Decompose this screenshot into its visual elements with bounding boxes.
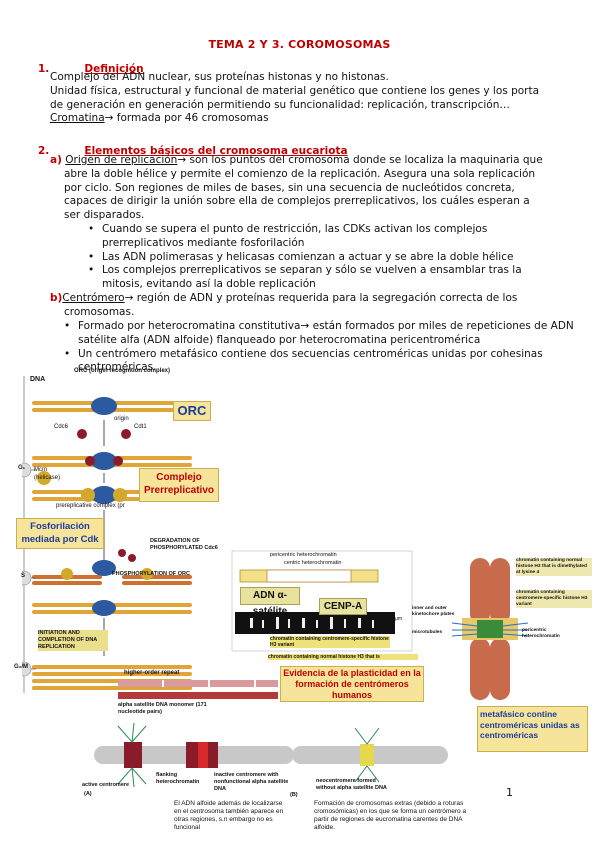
subsection-b: b)Centrómero→ región de ADN y proteínas … <box>50 292 595 320</box>
label-pericentric: pericentric heterochromatin <box>270 552 337 558</box>
section-1-heading-row: 1. Definición <box>38 57 144 76</box>
page-number: 1 <box>506 786 513 799</box>
label-flanking: flanking heterochromatin <box>156 772 200 785</box>
label-cdt1: Cdt1 <box>134 424 147 430</box>
label-scale: 15 μm <box>388 616 402 622</box>
label-degradation: DEGRADATION OF PHOSPHORYLATED Cdc6 <box>150 538 218 551</box>
paragraph-line: Unidad física, estructural y funcional d… <box>50 84 540 97</box>
complejo-callout: Complejo Prerreplicativo <box>139 468 219 502</box>
label-a: (A) <box>84 791 92 797</box>
orc-callout: ORC <box>173 401 211 421</box>
label-active-centromere: active centromere <box>82 782 130 788</box>
section-heading: Elementos básicos del cromosoma eucariot… <box>84 145 348 157</box>
cromatina-line: Cromatina→ formada por 46 cromosomas <box>50 112 590 126</box>
paragraph-line: cromosomas. <box>64 305 135 318</box>
alpha-satellite-panel <box>94 680 448 788</box>
label-cdc6: Cdc6 <box>54 424 69 430</box>
paragraph-line: por ciclo. Son regiones de miles de base… <box>64 181 515 194</box>
metafasico-callout: metafásico contine centroméricas unidas … <box>477 706 588 752</box>
section-1-body: Complejo del ADN nuclear, sus proteínas … <box>50 71 590 126</box>
label-h3-dimethyl: chromatin containing normal histone H3 t… <box>516 558 592 576</box>
label-chrom-cenp: chromatin containing centromere-specific… <box>270 636 390 648</box>
label-mcm: Mcm <box>34 467 47 473</box>
subsection-a: a) Origen de replicación→ son los puntos… <box>50 154 595 223</box>
sub-letter: a) <box>50 154 62 166</box>
cenpa-box: CENP-A <box>319 598 367 615</box>
paragraph-line: de generación en generación permitiendo … <box>50 98 510 111</box>
figure-svg <box>16 376 529 788</box>
label-monomer: alpha satellite DNA monomer (171 nucleot… <box>118 702 207 715</box>
paragraph-line: abre la doble hélice y permite el comien… <box>64 167 536 180</box>
term-centromero: Centrómero <box>62 292 125 304</box>
evidencia-callout: Evidencia de la plasticidad en la formac… <box>280 666 424 702</box>
label-phosph-orc: PHOSPHORYLATION OF ORC <box>112 571 190 577</box>
adn-satelite-box: ADN α-satélite <box>240 587 300 617</box>
section-number: 1. <box>38 63 50 75</box>
list-item: Las ADN polimerasas y helicasas comienza… <box>88 251 558 265</box>
paragraph-line: ser disparados. <box>64 209 145 222</box>
label-h3-variant: chromatin containing centromere-specific… <box>516 590 592 608</box>
label-orc: ORC (origin recognition complex) <box>74 368 171 374</box>
paragraph-line: → son los puntos del cromosoma donde se … <box>177 154 543 166</box>
list-item: Un centrómero metafásico contiene dos se… <box>64 348 574 376</box>
list-item: Los complejos prerreplicativos se separa… <box>88 264 558 292</box>
label-initiation: INITIATION AND COMPLETION OF DNA REPLICA… <box>38 630 108 651</box>
label-inactive-centromere: inactive centromere with nonfunctional a… <box>214 772 289 792</box>
term-origen: Origen de replicación <box>65 154 178 166</box>
figure-collage: DNA ORC (origin recognition complex) ori… <box>14 368 592 846</box>
paragraph-line: → región de ADN y proteínas requerida pa… <box>124 292 518 304</box>
paragraph-line: Complejo del ADN nuclear, sus proteínas … <box>50 71 389 83</box>
label-prerep: prereplicative complex (pr <box>56 503 125 509</box>
note-neocentromero: Formación de cromosomas extras (debido a… <box>314 800 467 831</box>
stage-g1: G₁ <box>18 465 26 471</box>
bullet-list-b: Formado por heterocromatina constitutiva… <box>64 320 574 375</box>
label-b: (B) <box>290 792 298 798</box>
label-kinetochore: inner and outer kinetochore plates <box>412 606 455 617</box>
label-higher-order: higher-order repeat <box>124 670 180 676</box>
section-heading: Definición <box>84 63 144 75</box>
section-2-heading-row: 2. Elementos básicos del cromosoma eucar… <box>38 139 348 158</box>
term-cromatina: Cromatina <box>50 112 105 125</box>
bullet-list-a: Cuando se supera el punto de restricción… <box>88 223 558 292</box>
sub-letter: b) <box>50 292 63 304</box>
label-centric: centric heterochromatin <box>284 560 342 566</box>
stage-g2m: G₂/M <box>14 664 28 670</box>
note-alfoide: El ADN alfoide además de localizarse en … <box>174 800 284 831</box>
label-origin: origin <box>114 416 129 422</box>
list-item: Cuando se supera el punto de restricción… <box>88 223 558 251</box>
label-helicase: (helicase) <box>34 475 61 481</box>
stage-s: S <box>21 573 26 579</box>
label-microtubules: microtubules <box>412 630 443 635</box>
label-pericentric-right: pericentric heterochromatin <box>522 628 560 639</box>
label-dna: DNA <box>30 376 46 383</box>
replication-panel <box>16 376 192 693</box>
paragraph-line: capaces de dirigir la unión sobre ella d… <box>64 195 530 208</box>
label-chrom-normal: chromatin containing normal histone H3 t… <box>268 654 418 660</box>
section-number: 2. <box>38 145 50 157</box>
list-item: Formado por heterocromatina constitutiva… <box>64 320 574 348</box>
label-neocentromere: neocentromere formed without alpha satel… <box>316 778 387 791</box>
page-title: TEMA 2 Y 3. COROMOSOMAS <box>208 38 391 51</box>
metaphase-chromosome <box>451 558 529 700</box>
fosforilacion-callout: Fosforilación mediada por Cdk <box>16 518 104 549</box>
term-desc: → formada por 46 cromosomas <box>104 112 269 125</box>
